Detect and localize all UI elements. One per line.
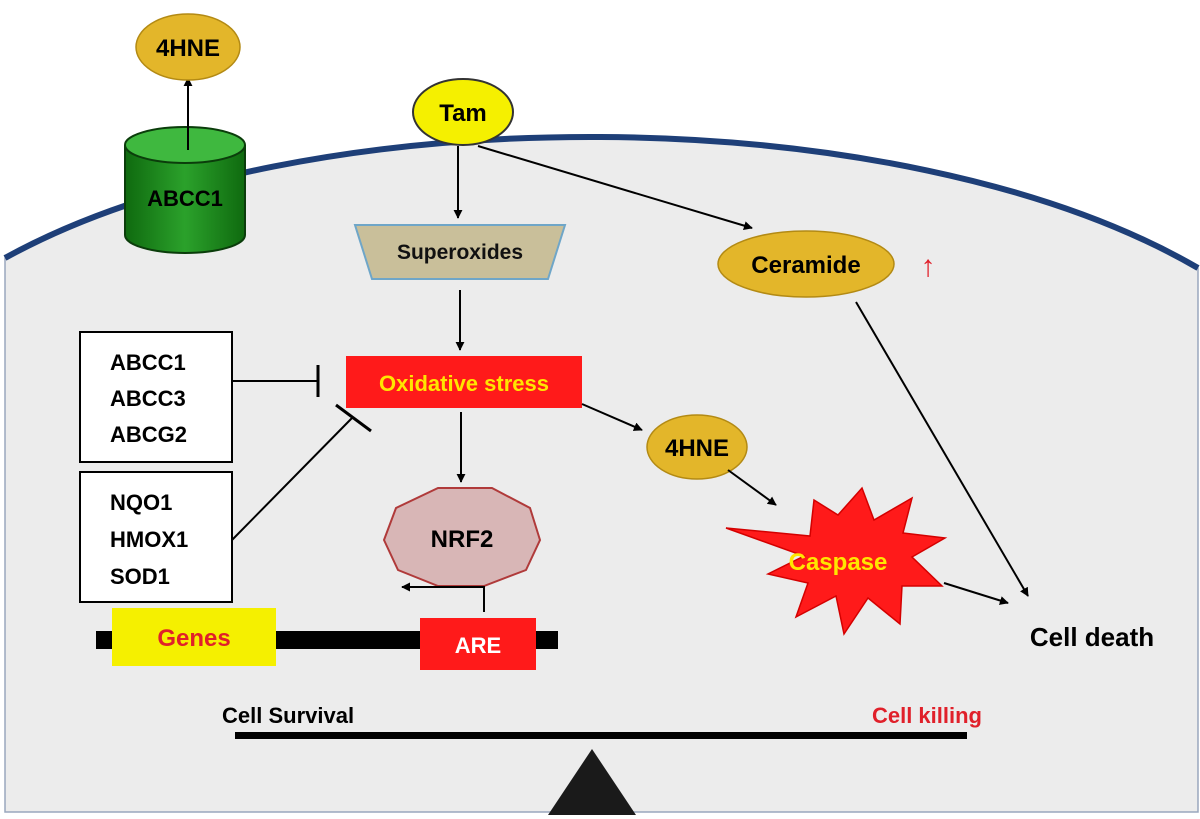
cell-survival-label: Cell Survival (222, 703, 354, 728)
hne-mid-node (646, 414, 748, 480)
oxidative-stress-node (346, 356, 582, 408)
tam-to-ceramide-arrow (477, 145, 753, 230)
balance-beam (235, 732, 967, 739)
antioxidant-gene-box (79, 471, 233, 603)
caspase-label: Caspase (789, 549, 888, 576)
nrf2-label: NRF2 (431, 526, 494, 553)
transcription-arrow (401, 582, 485, 612)
abcc1-transporter: ABCC1 (124, 126, 246, 254)
tam-label: Tam (439, 100, 487, 127)
transporter-item-abcc3: ABCC3 (110, 386, 186, 411)
hne-top-label: 4HNE (156, 35, 220, 62)
hne-mid-label: 4HNE (665, 435, 729, 462)
genes-box (112, 608, 276, 666)
transporter-item-abcg2: ABCG2 (110, 422, 187, 447)
ceramide-to-death-arrow (855, 301, 1029, 597)
cell-killing-label: Cell killing (872, 703, 982, 728)
antioxidant-item-hmox1: HMOX1 (110, 527, 188, 552)
oxidative-stress-label: Oxidative stress (379, 371, 549, 396)
are-label: ARE (455, 633, 501, 658)
caspase-to-death-arrow (943, 582, 1009, 605)
antioxidant-inhibition (231, 403, 372, 541)
genes-label: Genes (157, 625, 230, 652)
balance-fulcrum (548, 749, 636, 815)
ceramide-up-arrow: ↑ (921, 250, 936, 283)
transporter-item-abcc1: ABCC1 (110, 350, 186, 375)
transporter-inhibition (232, 365, 320, 397)
are-box (420, 618, 536, 670)
superoxides-label: Superoxides (397, 241, 523, 264)
antioxidant-item-nqo1: NQO1 (110, 490, 172, 515)
ceramide-label: Ceramide (751, 252, 860, 279)
superoxides-node (353, 224, 567, 280)
caspase-node (725, 486, 948, 636)
cell-death-label: Cell death (1030, 622, 1154, 652)
antioxidant-item-sod1: SOD1 (110, 564, 170, 589)
ceramide-node (717, 230, 895, 298)
stress-to-hne-arrow (581, 403, 643, 431)
hne-to-caspase-arrow (727, 469, 777, 506)
transporter-gene-box (79, 331, 233, 463)
hne-top-node (135, 13, 241, 81)
abcc1-cylinder-label: ABCC1 (147, 186, 223, 211)
tam-node (412, 78, 514, 146)
